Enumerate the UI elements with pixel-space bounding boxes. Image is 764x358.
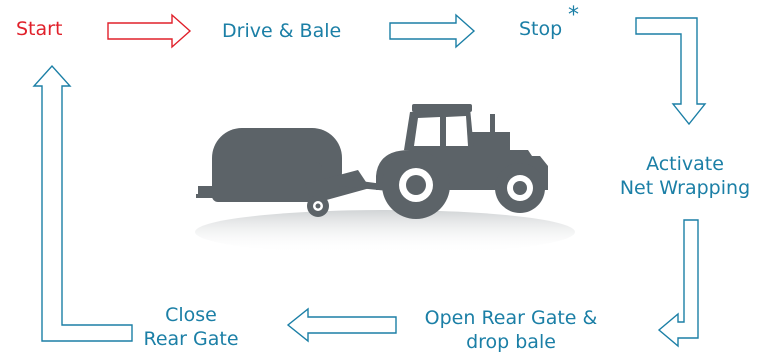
- arrow-activate-to-open: [659, 220, 698, 346]
- stop-footnote-mark: *: [568, 5, 579, 27]
- open-line-1: Open Rear Gate &: [404, 306, 618, 330]
- activate-line-1: Activate: [610, 152, 760, 176]
- step-drive-bale: Drive & Bale: [222, 19, 341, 43]
- step-activate-net-wrapping: Activate Net Wrapping: [610, 152, 760, 200]
- close-line-2: Rear Gate: [126, 327, 256, 351]
- step-open-rear-gate: Open Rear Gate & drop bale: [404, 306, 618, 354]
- arrow-start-to-drive: [108, 15, 190, 47]
- tractor-with-round-baler-icon: [195, 104, 575, 254]
- arrow-drive-to-stop: [390, 15, 474, 47]
- arrow-stop-to-activate: [636, 18, 705, 124]
- arrow-close-to-start: [34, 66, 132, 341]
- open-line-2: drop bale: [404, 330, 618, 354]
- step-close-rear-gate: Close Rear Gate: [126, 303, 256, 351]
- close-line-1: Close: [126, 303, 256, 327]
- arrow-open-to-close: [288, 309, 396, 341]
- activate-line-2: Net Wrapping: [610, 176, 760, 200]
- step-stop: Stop: [519, 17, 562, 41]
- step-start: Start: [16, 17, 62, 41]
